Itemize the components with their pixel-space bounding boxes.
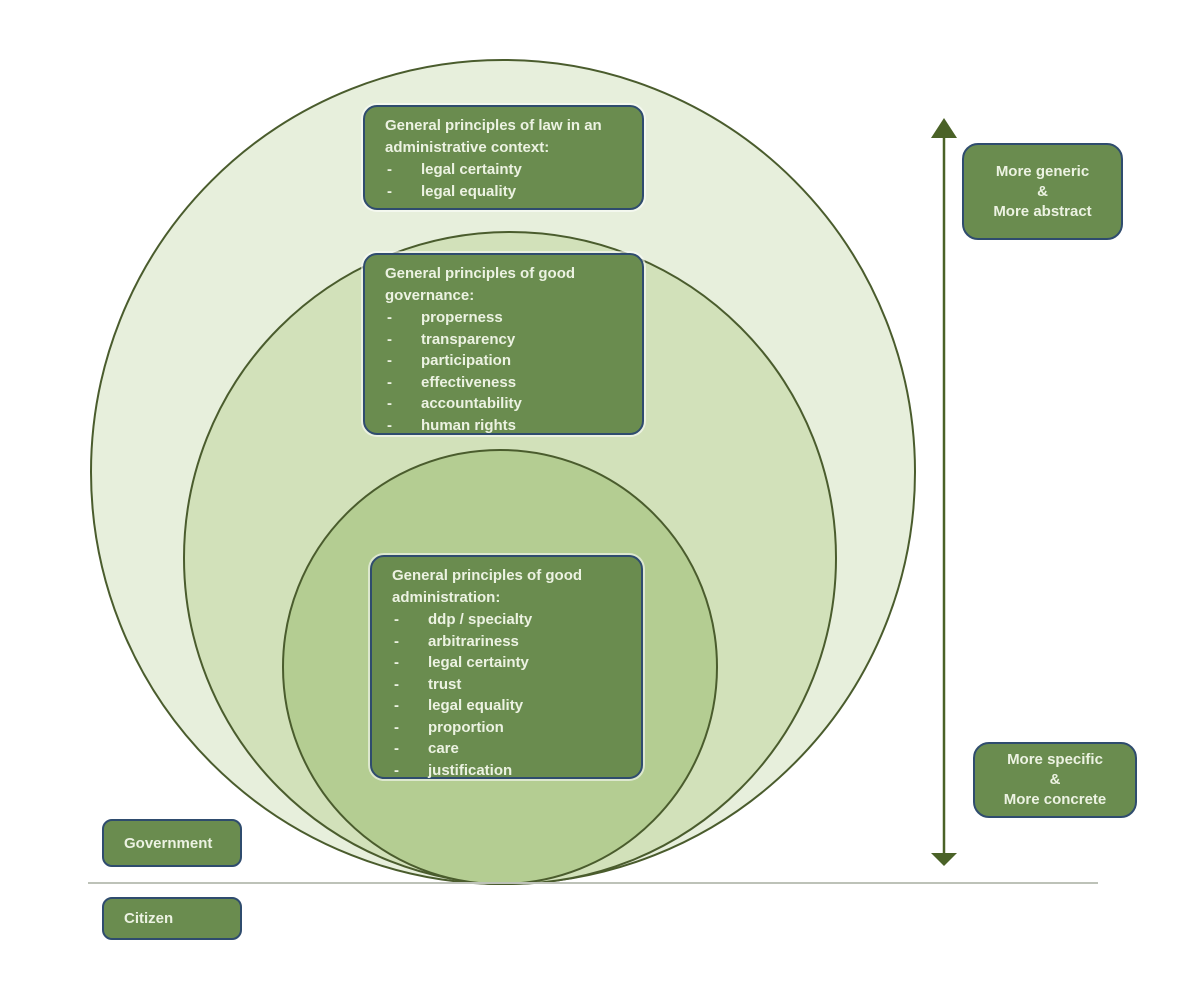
administration-principles-box: General principles of good administratio… bbox=[370, 555, 643, 779]
governance-principles-box: General principles of good governance: -… bbox=[363, 253, 644, 435]
more-generic-box: More generic & More abstract bbox=[962, 143, 1123, 240]
list-item-label: properness bbox=[421, 309, 503, 326]
more-generic-line: More generic bbox=[995, 162, 1090, 180]
list-item-label: legal equality bbox=[421, 182, 517, 200]
bullet-dash: - bbox=[394, 611, 399, 628]
government-box: Government bbox=[102, 819, 242, 867]
list-item-label: care bbox=[428, 740, 459, 757]
governance-principles-list: - properness - transparency - participation… bbox=[365, 307, 642, 436]
bullet-dash: - bbox=[394, 654, 399, 671]
list-item: - participation bbox=[387, 350, 632, 372]
government-label: Government bbox=[124, 834, 213, 852]
list-item: - justification bbox=[394, 760, 631, 782]
list-item-label: legal certainty bbox=[421, 161, 522, 178]
administration-principles-title: General principles of good administratio… bbox=[392, 567, 583, 606]
bullet-dash: - bbox=[394, 740, 399, 757]
list-item: - proportion bbox=[394, 717, 631, 739]
citizen-label: Citizen bbox=[124, 910, 174, 927]
bullet-dash: - bbox=[387, 416, 392, 434]
list-item-label: trust bbox=[428, 675, 462, 693]
ampersand: & bbox=[1049, 771, 1061, 788]
bullet-dash: - bbox=[387, 182, 392, 200]
ampersand: & bbox=[1037, 182, 1048, 200]
list-item-label: accountability bbox=[421, 395, 522, 412]
law-principles-list: - legal certainty - legal equality bbox=[365, 159, 642, 202]
arrow-up-icon bbox=[931, 118, 957, 138]
list-item-label: arbitrariness bbox=[428, 632, 519, 650]
list-item-label: legal certainty bbox=[428, 654, 529, 671]
list-item: - trust bbox=[394, 674, 631, 696]
list-item: - legal equality bbox=[387, 181, 632, 203]
list-item: - legal certainty bbox=[387, 159, 632, 181]
bullet-dash: - bbox=[387, 395, 392, 412]
list-item-label: proportion bbox=[428, 718, 504, 736]
bullet-dash: - bbox=[394, 632, 399, 650]
bullet-dash: - bbox=[387, 309, 392, 326]
list-item-label: ddp / specialty bbox=[428, 611, 533, 628]
list-item: - ddp / specialty bbox=[394, 609, 631, 631]
arrow-down-icon bbox=[931, 853, 957, 866]
more-concrete-line: More concrete bbox=[1003, 791, 1107, 808]
government-citizen-divider bbox=[88, 882, 1098, 884]
list-item-label: participation bbox=[421, 352, 512, 369]
list-item: - care bbox=[394, 738, 631, 760]
bullet-dash: - bbox=[394, 697, 399, 714]
list-item-label: human rights bbox=[421, 416, 517, 434]
list-item: - transparency bbox=[387, 329, 632, 351]
list-item: - effectiveness bbox=[387, 372, 632, 394]
list-item-label: effectiveness bbox=[421, 373, 517, 391]
bullet-dash: - bbox=[387, 352, 392, 369]
law-principles-title: General principles of law in an administ… bbox=[385, 117, 602, 156]
bullet-dash: - bbox=[394, 675, 399, 693]
list-item: - arbitrariness bbox=[394, 631, 631, 653]
abstraction-axis-double-arrow bbox=[931, 118, 957, 866]
list-item-label: legal equality bbox=[428, 697, 524, 714]
governance-principles-title: General principles of good governance: bbox=[385, 265, 576, 304]
list-item: - human rights bbox=[387, 415, 632, 437]
list-item-label: transparency bbox=[421, 330, 516, 348]
bullet-dash: - bbox=[394, 761, 399, 779]
list-item: - accountability bbox=[387, 393, 632, 415]
list-item-label: justification bbox=[428, 761, 513, 779]
more-specific-line: More specific bbox=[1007, 751, 1103, 768]
law-principles-box: General principles of law in an administ… bbox=[363, 105, 644, 210]
more-specific-box: More specific & More concrete bbox=[973, 742, 1137, 818]
bullet-dash: - bbox=[387, 330, 392, 348]
list-item: - properness bbox=[387, 307, 632, 329]
citizen-box: Citizen bbox=[102, 897, 242, 940]
bullet-dash: - bbox=[387, 161, 392, 178]
more-abstract-line: More abstract bbox=[993, 202, 1092, 220]
list-item: - legal equality bbox=[394, 695, 631, 717]
administration-principles-list: - ddp / specialty - arbitrariness - legal c… bbox=[372, 609, 641, 781]
list-item: - legal certainty bbox=[394, 652, 631, 674]
bullet-dash: - bbox=[387, 373, 392, 391]
bullet-dash: - bbox=[394, 718, 399, 736]
